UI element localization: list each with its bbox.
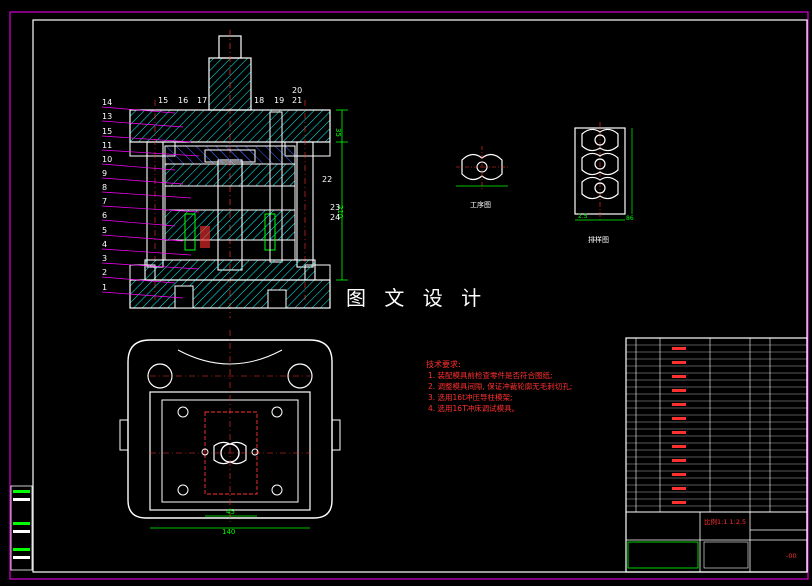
left-margin-block xyxy=(10,485,33,571)
notes-line-1: 1. 装配模具前检查零件是否符合图纸; xyxy=(428,370,553,380)
leader-label-left: 3 xyxy=(102,254,107,263)
strip-dim-b: 86 xyxy=(626,215,634,222)
title-block-mark xyxy=(672,473,686,476)
leader-line-left xyxy=(101,219,176,227)
leader-label-left: 4 xyxy=(102,240,107,249)
title-block-mark xyxy=(672,459,686,462)
leader-label-left: 8 xyxy=(102,183,107,192)
leader-line-left xyxy=(101,120,184,128)
title-block-mark xyxy=(672,417,686,420)
leader-line-left xyxy=(101,248,192,256)
part-view-label: 工序图 xyxy=(470,200,491,209)
dim-bottom-width: 140 xyxy=(222,528,235,536)
dim-right-height: 210 xyxy=(336,205,344,218)
leader-label-top: 21 xyxy=(292,96,302,105)
leader-line-left xyxy=(101,234,184,242)
leader-label-left: 10 xyxy=(102,155,112,164)
leader-label-left: 15 xyxy=(102,127,112,136)
leader-label-left: 7 xyxy=(102,197,107,206)
leader-label-left: 1 xyxy=(102,283,107,292)
title-block-mark xyxy=(672,501,686,504)
sheet-number: -00 xyxy=(786,552,797,560)
title-block-mark xyxy=(672,487,686,490)
leader-line-left xyxy=(101,191,192,199)
leader-22: 22 xyxy=(322,175,332,184)
leader-label-top: 18 xyxy=(254,96,264,105)
leader-label-left: 11 xyxy=(102,141,112,150)
strip-dim-a: 2.5 xyxy=(578,213,588,220)
leader-23: 23 xyxy=(330,203,340,212)
leader-label-left: 9 xyxy=(102,169,107,178)
leader-label-top: 20 xyxy=(292,86,302,95)
leader-24: 24 xyxy=(330,213,340,222)
title-block xyxy=(625,337,808,573)
leader-label-left: 14 xyxy=(102,98,112,107)
title-block-mark xyxy=(672,375,686,378)
leader-label-top: 17 xyxy=(197,96,207,105)
left-leaders: 14 13 15 11 10 9 8 7 6 5 4 3 2 1 xyxy=(101,98,200,299)
leader-label-top: 15 xyxy=(158,96,168,105)
part-view xyxy=(456,146,508,190)
leader-line-left xyxy=(101,291,184,299)
plan-view xyxy=(119,330,341,529)
leader-label-left: 5 xyxy=(102,226,107,235)
assembly-section-view xyxy=(129,30,348,318)
strip-layout-view xyxy=(574,122,633,222)
leader-line-left xyxy=(101,262,200,270)
notes-line-2: 2. 调整模具间隙, 保证冲裁轮廓无毛刺切孔; xyxy=(428,381,572,391)
text-layer: 35 210 140 45 工序图 排样图 2.5 86 22 23 24 技术… xyxy=(222,128,797,560)
outer-frame xyxy=(9,11,809,580)
strip-view-label: 排样图 xyxy=(588,235,609,244)
leader-line-left xyxy=(101,177,184,185)
leader-label-left: 6 xyxy=(102,211,107,220)
leader-line-left xyxy=(101,276,176,284)
leader-line-left xyxy=(101,135,192,143)
title-block-mark xyxy=(672,445,686,448)
notes-title: 技术要求: xyxy=(426,359,461,369)
notes-line-3: 3. 选用16t冲压导柱模架; xyxy=(428,392,513,402)
watermark-text: 图 文 设 计 xyxy=(346,286,488,310)
leader-line-left xyxy=(101,149,200,157)
leader-label-top: 19 xyxy=(274,96,284,105)
notes-line-4: 4. 选用16T冲床调试模具。 xyxy=(428,403,519,413)
title-block-mark xyxy=(672,347,686,350)
dim-top-block: 35 xyxy=(334,128,342,137)
title-block-mark xyxy=(672,403,686,406)
inner-frame xyxy=(32,19,808,573)
title-block-mark xyxy=(672,431,686,434)
leader-line-left xyxy=(101,205,200,213)
leader-label-left: 2 xyxy=(102,268,107,277)
title-block-mark xyxy=(672,389,686,392)
dim-bottom-inner: 45 xyxy=(226,508,235,516)
leader-label-top: 16 xyxy=(178,96,188,105)
title-block-mark xyxy=(672,361,686,364)
leader-line-left xyxy=(101,163,176,171)
leader-line-left xyxy=(101,106,176,114)
leader-label-left: 13 xyxy=(102,112,112,121)
scale-text: 比例1:1 1:2.5 xyxy=(704,517,746,526)
